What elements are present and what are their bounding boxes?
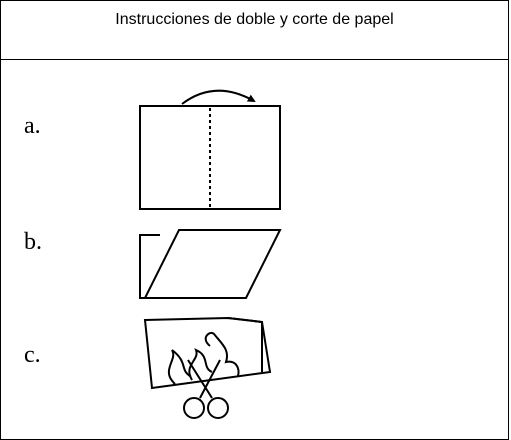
panel-title: Instrucciones de doble y corte de papel bbox=[115, 11, 394, 28]
paper-cut-scissors-icon bbox=[143, 316, 272, 419]
step-label-b: b. bbox=[24, 229, 42, 255]
step-label-a: a. bbox=[24, 113, 41, 139]
paper-fold-icon bbox=[139, 89, 281, 210]
step-label-c: c. bbox=[24, 342, 41, 368]
panel-header: Instrucciones de doble y corte de papel bbox=[1, 1, 508, 60]
folded-paper-icon bbox=[139, 229, 282, 299]
